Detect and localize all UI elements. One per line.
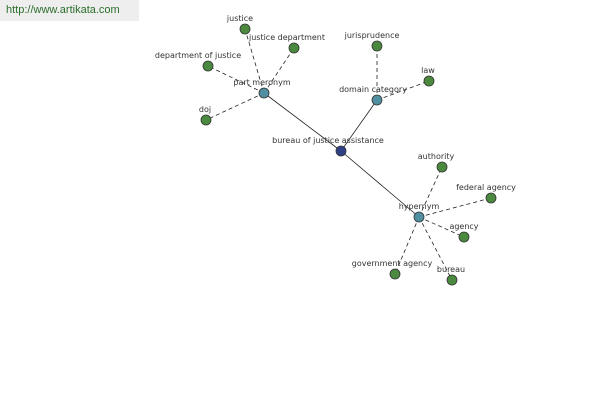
label-federal-agency[interactable]: federal agency (456, 183, 516, 192)
node-root[interactable] (335, 145, 347, 157)
edge-root-domain-category (340, 99, 378, 152)
node-justice-department[interactable] (288, 42, 300, 54)
node-part-meronym[interactable] (258, 87, 270, 99)
site-url-link[interactable]: http://www.artikata.com (6, 4, 120, 16)
label-justice-department[interactable]: justice department (248, 33, 325, 42)
edge-hypernym-government-agency (394, 216, 420, 275)
label-jurisprudence[interactable]: jurisprudence (344, 31, 400, 40)
node-justice[interactable] (239, 23, 251, 35)
graph-labels: bureau of justice assistance part meronym… (155, 14, 516, 274)
edge-part-meronym-department-of-justice (207, 65, 265, 94)
node-jurisprudence[interactable] (371, 40, 383, 52)
node-domain-category[interactable] (371, 94, 383, 106)
edge-hypernym-authority (418, 166, 443, 218)
node-federal-agency[interactable] (485, 192, 497, 204)
edge-part-meronym-doj (205, 92, 265, 121)
node-hypernym[interactable] (413, 211, 425, 223)
edge-root-hypernym (340, 150, 420, 218)
label-department-of-justice[interactable]: department of justice (155, 51, 241, 60)
node-authority[interactable] (436, 161, 448, 173)
label-root[interactable]: bureau of justice assistance (272, 136, 384, 145)
graph-edges (205, 28, 492, 281)
node-bureau[interactable] (446, 274, 458, 286)
label-government-agency[interactable]: government agency (352, 259, 433, 268)
node-agency[interactable] (458, 231, 470, 243)
label-justice[interactable]: justice (226, 14, 253, 23)
edge-root-part-meronym (263, 92, 342, 152)
url-banner: http://www.artikata.com (0, 0, 139, 21)
graph-nodes (200, 23, 497, 286)
label-part-meronym[interactable]: part meronym (233, 78, 290, 87)
label-agency[interactable]: agency (449, 222, 478, 231)
label-bureau[interactable]: bureau (437, 265, 465, 274)
edge-part-meronym-justice-department (263, 47, 295, 94)
node-department-of-justice[interactable] (202, 60, 214, 72)
label-authority[interactable]: authority (418, 152, 455, 161)
edge-hypernym-federal-agency (418, 197, 492, 218)
label-law[interactable]: law (421, 66, 435, 75)
node-government-agency[interactable] (389, 268, 401, 280)
label-hypernym[interactable]: hypernym (399, 202, 440, 211)
edge-domain-category-law (376, 80, 430, 101)
edge-hypernym-bureau (418, 216, 453, 281)
node-doj[interactable] (200, 114, 212, 126)
edge-hypernym-agency (418, 216, 465, 238)
node-law[interactable] (423, 75, 435, 87)
label-domain-category[interactable]: domain category (339, 85, 407, 94)
label-doj[interactable]: doj (199, 105, 211, 114)
